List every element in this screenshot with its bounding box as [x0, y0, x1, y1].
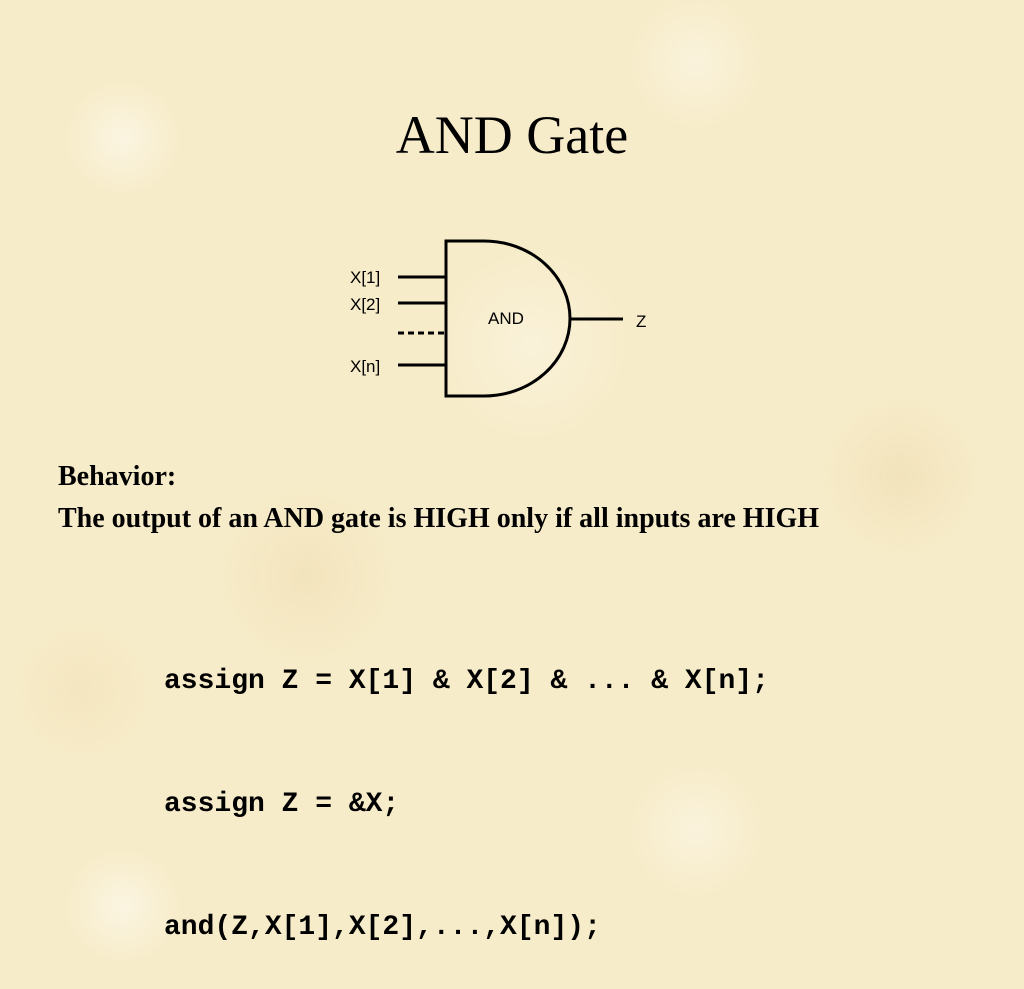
input-label-2: X[2]: [350, 295, 380, 314]
input-label-n: X[n]: [350, 357, 380, 376]
output-label: Z: [636, 312, 646, 331]
behavior-section: Behavior: The output of an AND gate is H…: [58, 456, 819, 540]
input-label-1: X[1]: [350, 268, 380, 287]
behavior-description: The output of an AND gate is HIGH only i…: [58, 503, 820, 534]
and-gate-diagram: X[1] X[2] X[n] AND Z: [350, 239, 646, 398]
gate-label: AND: [488, 309, 524, 328]
code-line-and-primitive: and(Z,X[1],X[2],...,X[n]);: [164, 912, 601, 943]
slide-title: AND Gate: [395, 105, 629, 165]
code-line-assign-reduction: assign Z = &X;: [164, 789, 400, 820]
and-gate-body: [444, 239, 572, 398]
code-line-assign-and: assign Z = X[1] & X[2] & ... & X[n];: [164, 666, 769, 697]
behavior-heading: Behavior:: [58, 461, 177, 492]
code-block: assign Z = X[1] & X[2] & ... & X[n]; ass…: [164, 579, 769, 989]
